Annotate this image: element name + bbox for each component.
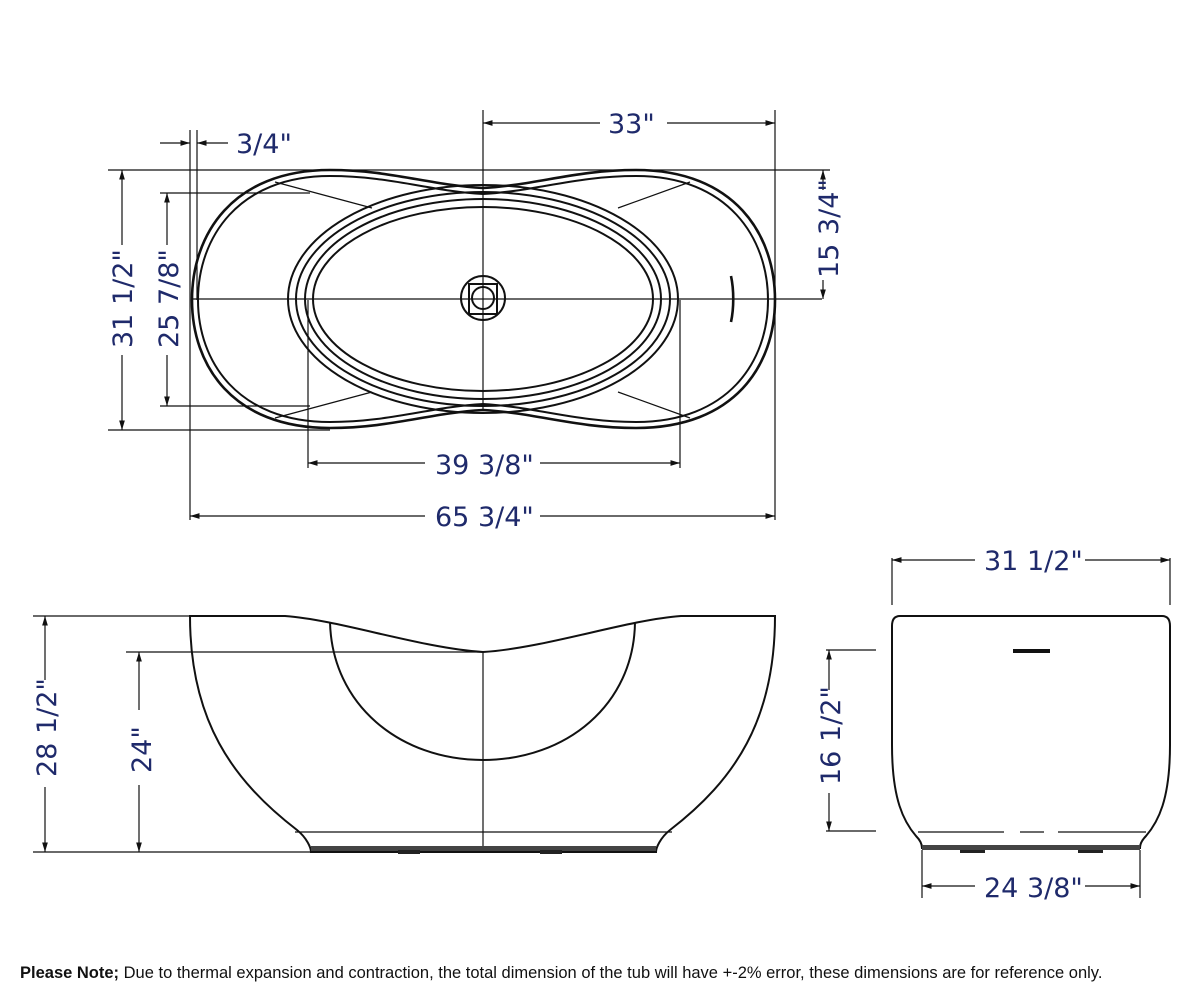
dim-side-inner-height: 16 1/2" — [816, 686, 847, 785]
disclaimer-note: Please Note; Due to thermal expansion an… — [20, 964, 1102, 983]
dim-inner-width: 25 7/8" — [154, 249, 185, 348]
top-view: 3/4" 33" 15 3/4" 31 1/2" 25 7/8" 39 3/8"… — [108, 109, 845, 533]
dim-side-width: 31 1/2" — [984, 546, 1083, 577]
tub-front-outline — [188, 615, 777, 853]
dim-rim-thickness: 3/4" — [236, 129, 292, 160]
tub-rim-inner — [196, 174, 770, 424]
side-base — [922, 845, 1140, 850]
dim-base-width: 24 3/8" — [984, 873, 1083, 904]
rim-transition-lines — [274, 181, 691, 419]
note-text: Due to thermal expansion and contraction… — [119, 964, 1103, 982]
foot-right — [540, 850, 562, 854]
dim-inner-length: 39 3/8" — [435, 450, 534, 481]
overflow-icon — [1013, 649, 1050, 653]
dim-overall-width: 31 1/2" — [108, 249, 139, 348]
note-label: Please Note; — [20, 964, 120, 982]
tub-base — [311, 846, 656, 851]
front-view: 28 1/2" 24" — [32, 615, 777, 854]
foot-left — [398, 850, 420, 854]
side-view: 31 1/2" 16 1/2" 24 3/8" — [816, 546, 1171, 904]
dim-overall-height: 28 1/2" — [32, 678, 63, 777]
tub-outer-outline — [190, 168, 777, 430]
dim-drain-to-edge: 15 3/4" — [814, 179, 845, 278]
dim-center-depth: 24" — [127, 726, 158, 773]
dim-drain-offset: 33" — [608, 109, 655, 140]
dim-overall-length: 65 3/4" — [435, 502, 534, 533]
